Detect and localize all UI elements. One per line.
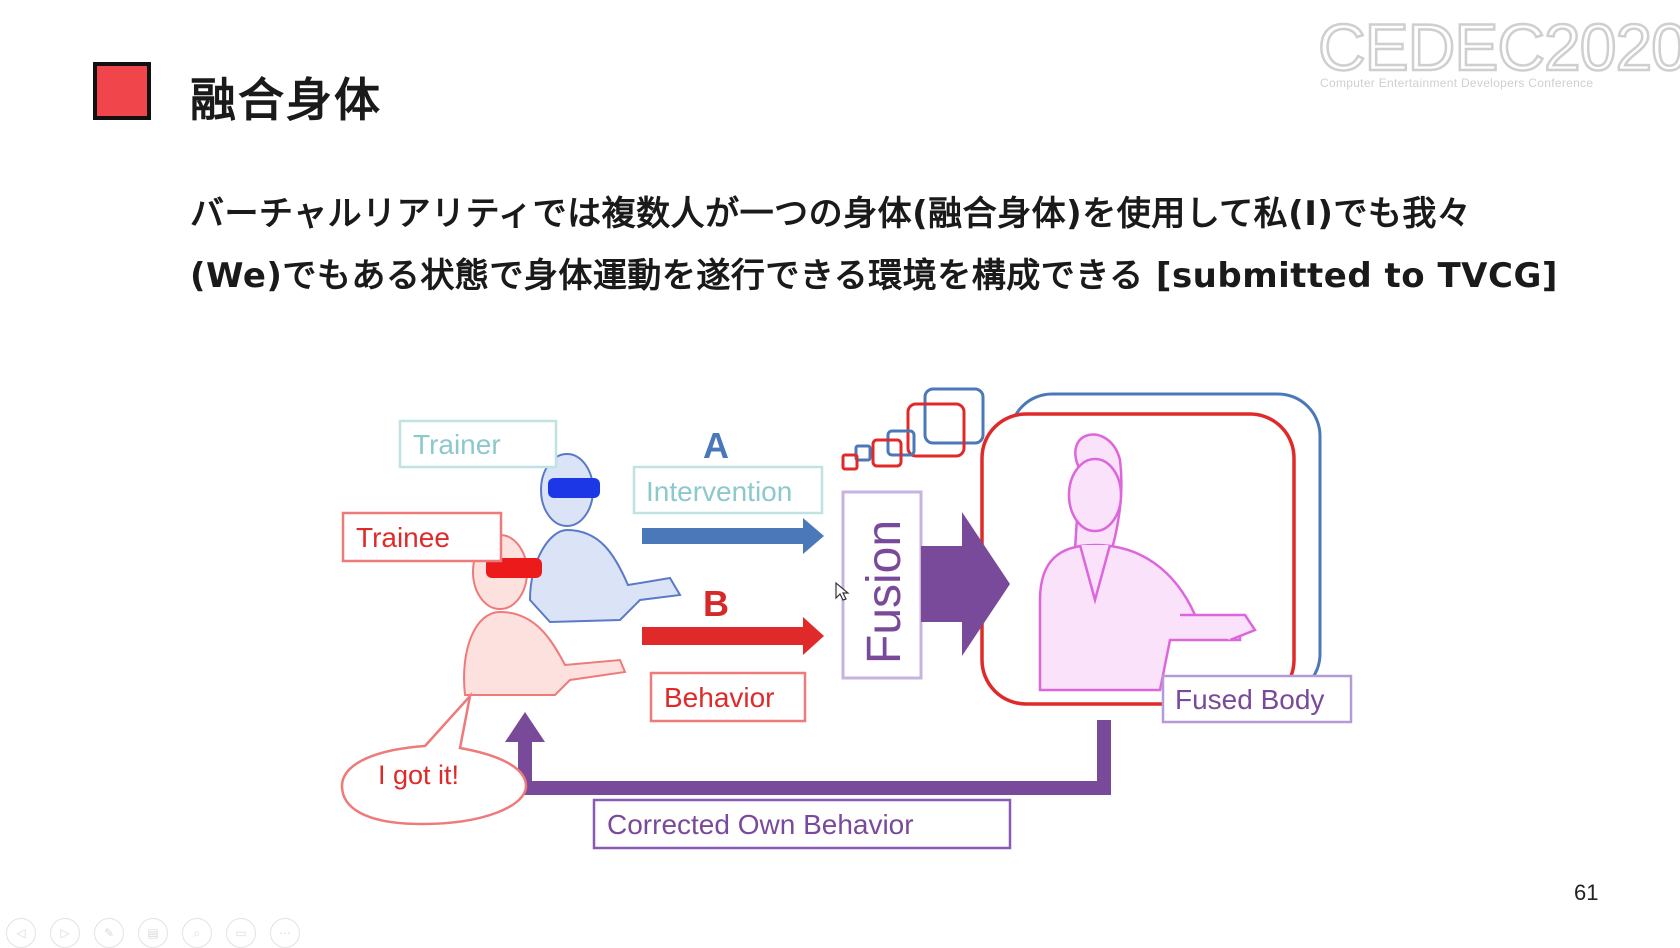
fusion-box	[841, 490, 923, 680]
corrected-label-box	[592, 798, 1012, 850]
trainer-label-box	[398, 419, 558, 469]
prev-glyph: ◁	[16, 926, 26, 940]
presentation-toolbar: ◁ ▷ ✎ ▤ ⌕ ▭ ⋯	[6, 918, 300, 948]
more-icon[interactable]: ⋯	[270, 918, 300, 948]
prev-icon[interactable]: ◁	[6, 918, 36, 948]
fusion-arrow	[921, 512, 1010, 656]
next-glyph: ▷	[60, 926, 70, 940]
arrow-a-letter: A	[703, 425, 729, 466]
zoom-icon[interactable]: ⌕	[182, 918, 212, 948]
arrow-b	[642, 617, 824, 655]
subtitles-icon[interactable]: ▭	[226, 918, 256, 948]
arrow-a	[642, 518, 824, 554]
speech-bubble	[340, 691, 528, 826]
arrow-b-letter: B	[703, 583, 729, 624]
decorative-squares	[841, 387, 985, 471]
pen-icon[interactable]: ✎	[94, 918, 124, 948]
logo-wordmark: CEDEC2020	[1317, 10, 1680, 84]
fusion-label: Fusion	[858, 520, 911, 664]
title-marker	[93, 62, 151, 120]
behavior-label: Behavior	[664, 682, 775, 713]
trainer-label: Trainer	[413, 429, 501, 460]
speech-text: I got it!	[378, 760, 459, 790]
body-text-line-1: バーチャルリアリティでは複数人が一つの身体(融合身体)を使用して私(I)でも我々	[190, 194, 1472, 234]
body-text-line-2: (We)でもある状態で身体運動を遂行できる環境を構成できる [submitted…	[190, 256, 1558, 296]
page-number: 61	[1574, 880, 1599, 905]
feedback-arrowhead	[505, 712, 545, 742]
cedec-logo: CEDEC2020 Computer Entertainment Develop…	[1317, 13, 1680, 94]
subtitles-glyph: ▭	[235, 926, 247, 940]
slides-icon[interactable]: ▤	[138, 918, 168, 948]
trainer-blindfold	[548, 478, 600, 498]
zoom-glyph: ⌕	[193, 926, 201, 940]
intervention-label: Intervention	[646, 476, 792, 507]
mouse-cursor	[835, 581, 850, 601]
logo-subtitle: Computer Entertainment Developers Confer…	[1320, 76, 1594, 90]
more-glyph: ⋯	[279, 926, 291, 940]
fused-body-label-box	[1161, 674, 1353, 724]
pen-glyph: ✎	[103, 926, 115, 940]
next-icon[interactable]: ▷	[50, 918, 80, 948]
behavior-label-box	[649, 671, 807, 723]
intervention-label-box	[632, 465, 824, 515]
corrected-label: Corrected Own Behavior	[607, 809, 914, 840]
fused-person-figure	[1038, 433, 1257, 692]
trainee-blindfold	[486, 558, 542, 578]
feedback-line	[518, 720, 1111, 795]
slide-title: 融合身体	[190, 73, 382, 127]
slides-glyph: ▤	[147, 926, 159, 940]
fused-body-label: Fused Body	[1175, 684, 1324, 715]
trainee-label-box	[341, 511, 503, 563]
trainee-label: Trainee	[356, 522, 450, 553]
